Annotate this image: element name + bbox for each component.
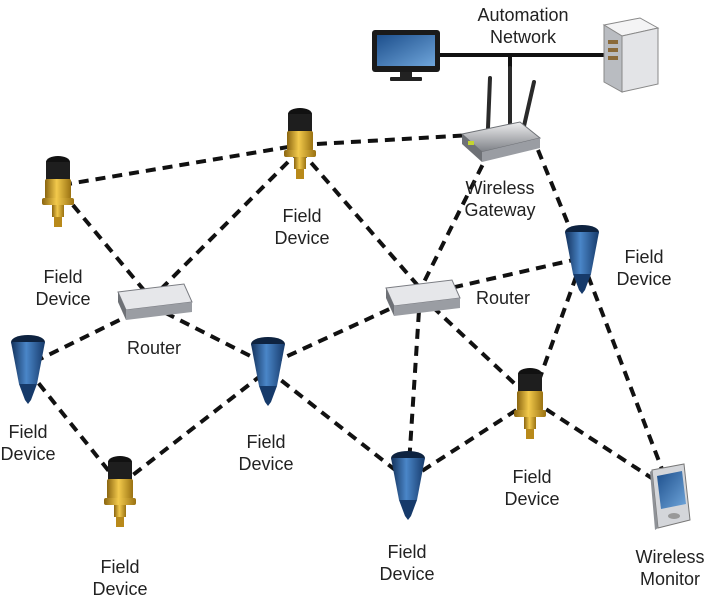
field-device-label: Field Device: [379, 542, 435, 584]
wireless-monitor-label: Wireless Monitor: [635, 547, 705, 589]
field-device-label: Field Device: [92, 557, 148, 599]
field-device-label: Field Device: [504, 467, 560, 509]
computer-monitor-icon: [372, 30, 440, 81]
automation-network-bus: [438, 53, 612, 120]
handheld-monitor-icon: [650, 463, 691, 530]
field-device-label: Field Device: [35, 267, 91, 309]
router-label: Router: [126, 338, 182, 358]
router-icon: [117, 283, 193, 321]
wireless-gateway-icon: [460, 66, 542, 162]
mesh-links: [26, 133, 672, 492]
field-device-label: Field Device: [616, 247, 672, 289]
field-device-label: Field Device: [0, 422, 56, 464]
blue-sensor-icon: [391, 451, 425, 520]
router-label: Router: [475, 288, 531, 308]
field-device-label: Field Device: [238, 432, 294, 474]
automation-network-label: Automation Network: [477, 5, 569, 47]
blue-sensor-icon: [251, 337, 285, 406]
gold-sensor-icon: [42, 156, 74, 227]
server-tower-icon: [602, 17, 660, 93]
router-icon: [385, 279, 461, 317]
wireless-gateway-label: Wireless Gateway: [464, 178, 536, 220]
blue-sensor-icon: [11, 335, 45, 404]
gold-sensor-icon: [104, 456, 136, 527]
gold-sensor-icon: [284, 108, 316, 179]
gold-sensor-icon: [514, 368, 546, 439]
field-device-label: Field Device: [274, 206, 330, 248]
